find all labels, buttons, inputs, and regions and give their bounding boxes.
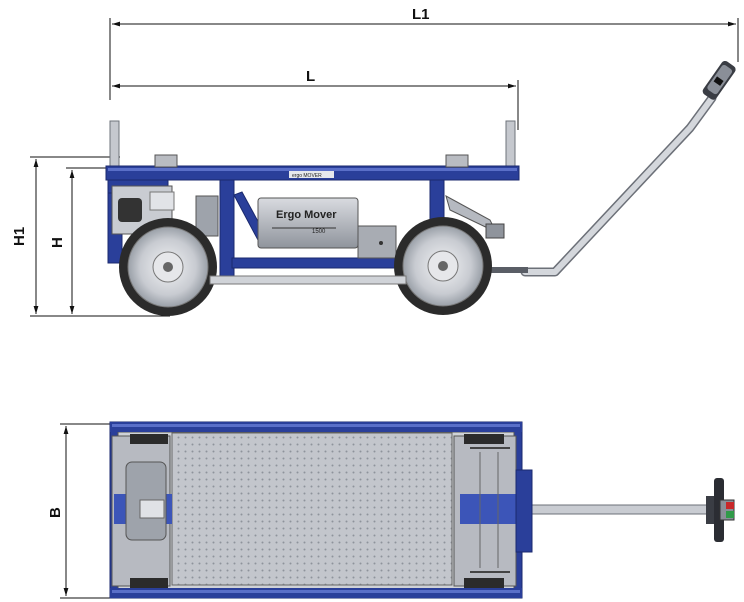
front-wheel xyxy=(394,217,492,315)
front-linkage xyxy=(445,194,505,239)
front-mechanism xyxy=(453,435,533,587)
green-button-icon xyxy=(726,511,734,518)
front-left-wheel xyxy=(464,434,504,444)
dimension-l1: L1 xyxy=(109,6,739,100)
product-model-label: 1500 xyxy=(312,229,326,235)
dimension-label-h1: H1 xyxy=(11,227,28,246)
dimension-h1: H1 xyxy=(11,156,170,317)
handle-grip-icon xyxy=(702,60,736,100)
rear-mechanism xyxy=(111,435,172,587)
rear-post xyxy=(109,120,120,170)
tow-handle xyxy=(485,60,736,277)
dimension-label-h: H xyxy=(49,237,66,248)
tow-bar xyxy=(519,478,735,542)
dimension-l: L xyxy=(112,68,519,130)
front-right-wheel xyxy=(464,578,504,588)
rear-right-wheel xyxy=(130,578,168,588)
dimension-label-b: B xyxy=(47,507,64,518)
dimension-label-l1: L1 xyxy=(412,6,430,23)
side-view: ergo MOVER Ergo Mover 1500 xyxy=(105,60,736,316)
rear-left-wheel xyxy=(130,434,168,444)
battery-box: Ergo Mover 1500 xyxy=(257,197,397,259)
dimension-b: B xyxy=(47,423,112,599)
perforated-deck xyxy=(171,432,453,586)
rail-badge xyxy=(289,171,334,178)
rear-wheel xyxy=(119,218,217,316)
red-button-icon xyxy=(726,502,734,509)
front-post xyxy=(505,120,516,170)
dimension-label-l: L xyxy=(306,68,315,85)
rail-badge-text: ergo MOVER xyxy=(292,173,322,179)
top-view xyxy=(109,421,735,599)
dimension-h: H xyxy=(49,167,112,314)
product-name-label: Ergo Mover xyxy=(276,209,337,221)
